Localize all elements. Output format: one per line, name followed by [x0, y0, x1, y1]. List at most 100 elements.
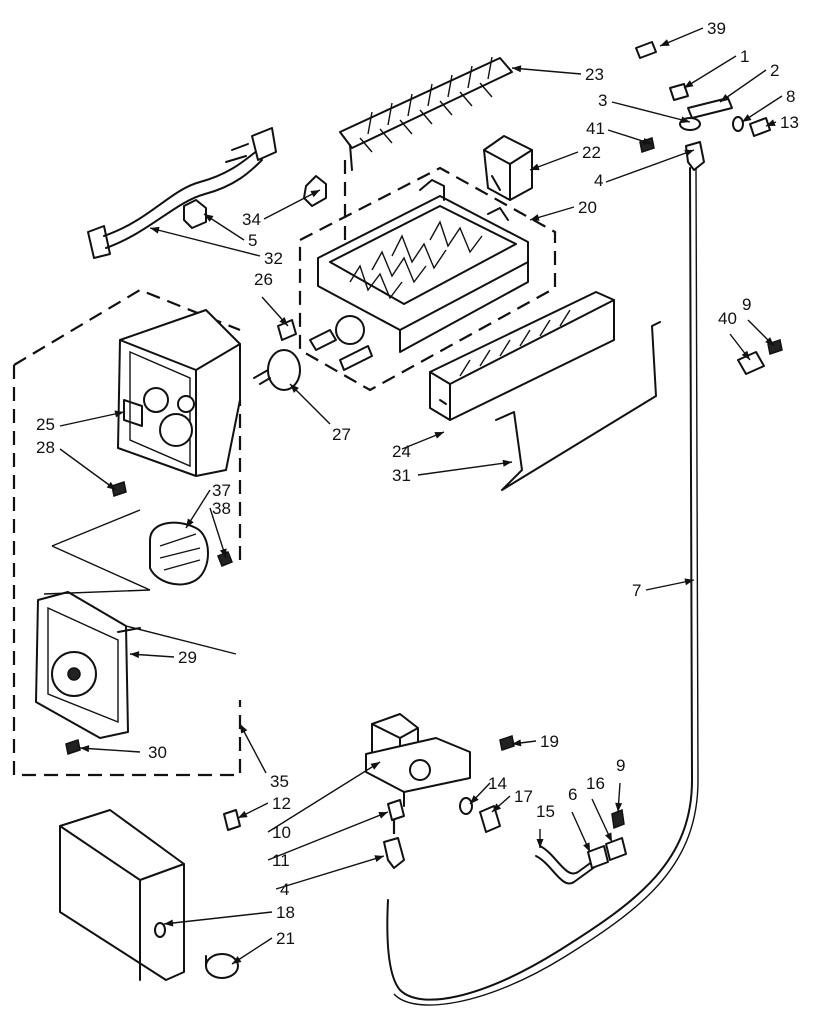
callout-c34: 34 [242, 210, 261, 229]
part-29-mounting-plate [35, 591, 141, 739]
arrowhead-c32 [150, 226, 160, 234]
leader-c3 [611, 101, 691, 123]
arrowhead-c13 [766, 119, 776, 126]
part-4-insert-bottom [383, 837, 405, 869]
part-39-clamp [635, 41, 657, 59]
callout-c18: 18 [276, 903, 295, 922]
arrowhead-c12 [238, 810, 248, 818]
callout-c35: 35 [270, 772, 289, 791]
part-17-nut [479, 805, 501, 833]
callout-c20: 20 [578, 198, 597, 217]
callout-c16: 16 [586, 774, 605, 793]
callout-c38: 38 [212, 499, 231, 518]
leader-c1 [683, 55, 737, 89]
callout-c22: 22 [582, 143, 601, 162]
part-13-fitting [749, 117, 771, 137]
arrowhead-c39 [660, 39, 670, 46]
arrowhead-c3 [680, 116, 690, 124]
callout-c39: 39 [707, 19, 726, 38]
callout-c31: 31 [392, 466, 411, 485]
leader-c27 [289, 383, 331, 425]
callout-c4b: 4 [280, 880, 289, 899]
arrowhead-c24 [434, 432, 444, 439]
part-9-screw-b [611, 808, 625, 830]
callout-c2: 2 [770, 61, 779, 80]
arrowhead-c7 [684, 578, 694, 586]
callout-c25: 25 [36, 415, 55, 434]
part-19-screw [499, 735, 515, 751]
callout-c27: 27 [332, 425, 351, 444]
arrowhead-c20 [530, 214, 540, 221]
callout-c37: 37 [212, 481, 231, 500]
arrowhead-c23 [512, 65, 522, 73]
arrowhead-c28 [106, 481, 116, 490]
arrowhead-c6 [583, 842, 590, 852]
part-5-clip [183, 199, 207, 229]
callout-c23: 23 [585, 65, 604, 84]
callout-c7: 7 [632, 581, 641, 600]
arrowhead-c1 [684, 80, 694, 88]
callout-c12: 12 [272, 794, 291, 813]
leader-c4a [605, 149, 695, 183]
part-26-clip [277, 319, 297, 341]
part-7-water-tube [386, 167, 699, 1006]
callout-c28: 28 [36, 438, 55, 457]
part-1-screw [669, 83, 689, 101]
part-6-fitting [587, 845, 609, 869]
callout-c9a: 9 [742, 295, 751, 314]
leader-c11 [267, 811, 389, 861]
part-11-fitting [387, 799, 405, 840]
arrowhead-c35 [240, 724, 248, 734]
part-20-mold [309, 179, 529, 371]
arrowhead-c21 [232, 956, 242, 964]
arrowhead-c5 [204, 214, 214, 222]
arrowhead-c10 [370, 762, 380, 770]
callout-c1: 1 [740, 47, 749, 66]
arrowhead-c4a [684, 149, 694, 157]
arrowhead-c30 [80, 745, 90, 753]
leader-c35 [239, 723, 267, 774]
leader-c10 [267, 761, 381, 833]
part-8-washer [732, 116, 744, 132]
part-16-clamp [605, 837, 627, 861]
arrowhead-c40 [741, 350, 750, 360]
callout-c30: 30 [148, 743, 167, 762]
arrowhead-c37 [186, 518, 194, 528]
arrowhead-c29 [130, 651, 140, 659]
arrowhead-c27 [290, 384, 299, 393]
leader-c30 [79, 747, 141, 753]
part-28-screw [111, 481, 127, 497]
callout-c29: 29 [178, 648, 197, 667]
leader-c4b [275, 855, 385, 890]
arrowhead-c9b [615, 802, 623, 812]
part-27-thermostat [253, 349, 301, 391]
arrowhead-c18 [164, 919, 174, 927]
part-24-cover [429, 291, 615, 421]
part-37-motor [149, 521, 209, 586]
part-2-tube [687, 97, 733, 119]
callout-c24: 24 [392, 442, 411, 461]
callout-c21: 21 [276, 929, 295, 948]
callout-c10: 10 [272, 823, 291, 842]
control-assembly-guides [43, 509, 237, 655]
part-25-control-housing [117, 309, 241, 477]
arrowhead-c17 [492, 803, 502, 812]
arrowhead-c8 [742, 114, 752, 122]
part-32-wiring-harness [87, 127, 277, 259]
callout-c15: 15 [536, 802, 555, 821]
part-10-water-valve [365, 713, 471, 807]
callout-c17: 17 [514, 787, 533, 806]
callout-c32: 32 [264, 249, 283, 268]
ice-maker-assembly-outline [298, 166, 557, 392]
part-30-screw [65, 739, 81, 755]
leader-c18 [163, 911, 273, 925]
control-assembly-outline-35 [12, 288, 242, 777]
callout-c8: 8 [786, 87, 795, 106]
leader-c32 [149, 227, 261, 257]
callout-c11: 11 [272, 851, 290, 870]
part-18-bracket [59, 809, 185, 981]
leader-c34 [263, 189, 321, 220]
